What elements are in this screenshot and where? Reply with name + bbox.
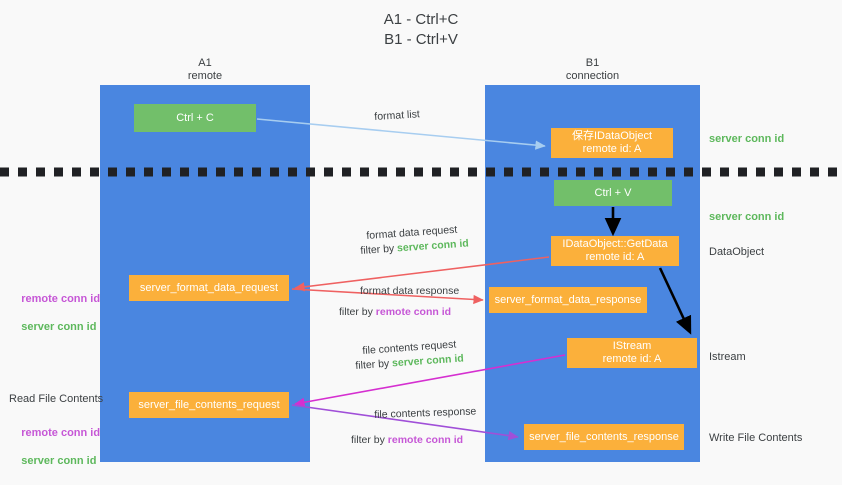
page-title: A1 - Ctrl+C B1 - Ctrl+V	[383, 11, 459, 48]
caption-filter-prefix-3: filter by	[355, 357, 393, 372]
box-server-file-contents-response[interactable]: server_file_contents_response	[524, 424, 684, 450]
label-remote-conn-id-lower: remote conn id	[21, 427, 101, 439]
label-server-conn-id-lower: server conn id	[21, 455, 97, 467]
caption-format-data-response: format data response	[360, 285, 460, 297]
label-remote-conn-id-upper: remote conn id	[21, 293, 101, 305]
caption-format-data-response-filter: filter by remote conn id	[339, 306, 451, 319]
caption-filter-key-4: remote conn id	[387, 434, 464, 446]
box-ctrl-v[interactable]: Ctrl + V	[554, 180, 672, 206]
label-server-conn-id-top: server conn id	[709, 133, 785, 145]
caption-filter-prefix-1: filter by	[360, 242, 398, 257]
caption-file-contents-response: file contents response	[374, 405, 477, 421]
label-server-conn-id-mid: server conn id	[709, 211, 785, 223]
box-ctrl-c[interactable]: Ctrl + C	[134, 104, 256, 132]
label-read-file-contents: Read File Contents	[9, 393, 104, 405]
caption-file-contents-response-filter: filter by remote conn id	[351, 434, 463, 447]
label-write-file-contents: Write File Contents	[709, 432, 803, 444]
column-header-b1: B1 connection	[565, 57, 620, 82]
caption-filter-prefix-2: filter by	[339, 306, 376, 318]
box-server-file-contents-request[interactable]: server_file_contents_request	[129, 392, 289, 418]
label-server-conn-id-upper: server conn id	[21, 321, 97, 333]
label-conn-ids-upper: remote conn id server conn id	[9, 278, 100, 348]
caption-format-list: format list	[374, 108, 421, 123]
box-server-format-data-request[interactable]: server_format_data_request	[129, 275, 289, 301]
column-header-a1: A1 remote	[187, 57, 223, 82]
label-istream: Istream	[709, 351, 746, 363]
box-idataobject-getdata[interactable]: IDataObject::GetData remote id: A	[551, 236, 679, 266]
box-server-format-data-response[interactable]: server_format_data_response	[489, 287, 647, 313]
label-dataobject: DataObject	[709, 246, 765, 258]
box-idataobject[interactable]: 保存IDataObject remote id: A	[551, 128, 673, 158]
caption-filter-prefix-4: filter by	[351, 434, 388, 446]
box-istream[interactable]: IStream remote id: A	[567, 338, 697, 368]
label-conn-ids-lower: remote conn id server conn id	[9, 412, 100, 482]
caption-filter-key-2: remote conn id	[375, 306, 452, 318]
